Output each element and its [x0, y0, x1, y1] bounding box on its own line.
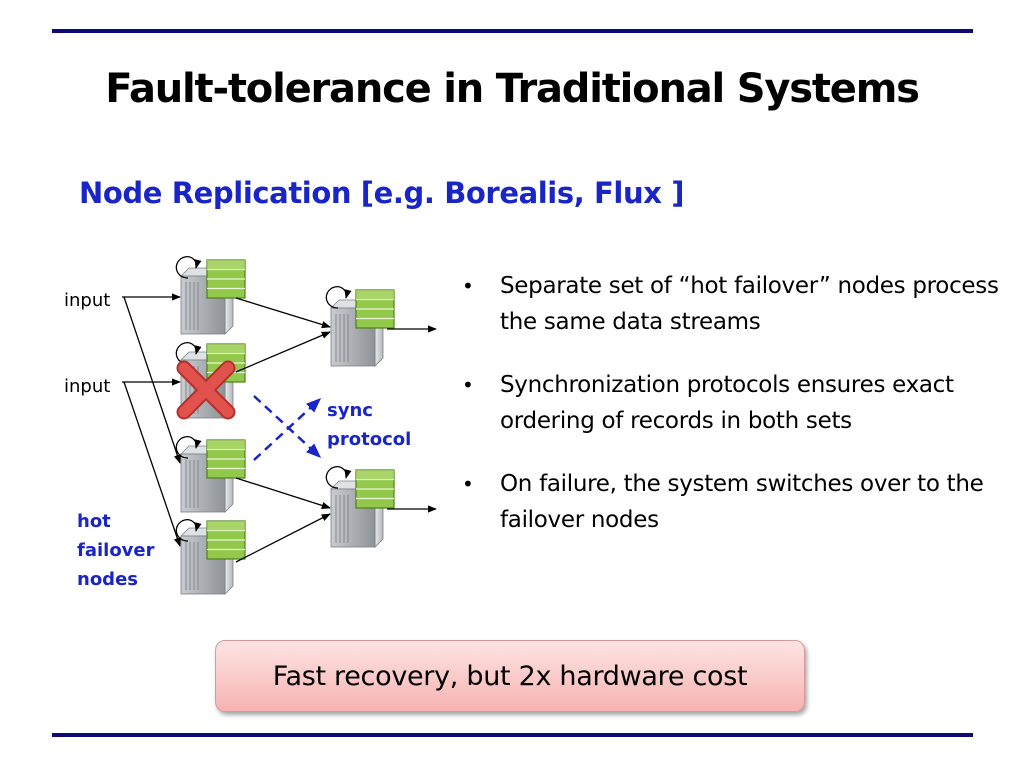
- server-node-downstream-2: [326, 467, 395, 548]
- hot-failover-label-line-1: hot: [77, 511, 111, 532]
- bottom-rule: [52, 733, 973, 737]
- input-label-1: input: [64, 290, 110, 311]
- sync-protocol-arrows: [253, 395, 322, 461]
- forward-arrows: [235, 297, 437, 563]
- slide-title: Fault-tolerance in Traditional Systems: [105, 66, 920, 112]
- callout-text: Fast recovery, but 2x hardware cost: [272, 660, 748, 692]
- server-node-primary-1: [176, 257, 246, 335]
- failed-node-x-icon: [176, 360, 236, 420]
- server-node-downstream-1: [326, 287, 395, 367]
- hot-failover-label-line-3: nodes: [77, 569, 138, 590]
- bullet-text: Synchronization protocols ensures exact …: [500, 372, 954, 434]
- bullet-text: Separate set of “hot failover” nodes pro…: [500, 273, 999, 335]
- server-node-failover-1: [176, 437, 246, 513]
- slide-subtitle: Node Replication [e.g. Borealis, Flux ]: [79, 176, 685, 210]
- hot-failover-label-line-2: failover: [77, 540, 155, 561]
- bullet-dot-icon: •: [462, 472, 474, 496]
- bullet-dot-icon: •: [462, 373, 474, 397]
- bullet-item: • On failure, the system switches over t…: [462, 466, 1007, 538]
- bullet-text: On failure, the system switches over to …: [500, 471, 984, 533]
- input-arrows: [122, 293, 181, 547]
- input-label-2: input: [64, 376, 110, 397]
- sync-label-line-1: sync: [327, 400, 373, 421]
- server-node-failover-2: [176, 520, 246, 595]
- bullet-list: • Separate set of “hot failover” nodes p…: [462, 268, 1007, 565]
- top-rule: [52, 29, 973, 33]
- bullet-dot-icon: •: [462, 274, 474, 298]
- bullet-item: • Separate set of “hot failover” nodes p…: [462, 268, 1007, 340]
- sync-label-line-2: protocol: [327, 429, 411, 450]
- callout-box: Fast recovery, but 2x hardware cost: [215, 640, 805, 712]
- bullet-item: • Synchronization protocols ensures exac…: [462, 367, 1007, 439]
